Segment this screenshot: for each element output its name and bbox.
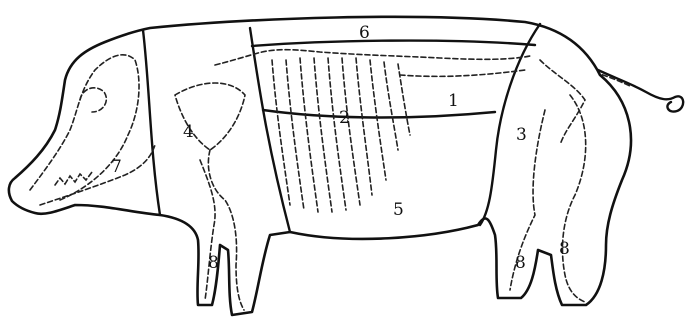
- cut-label-7: 7: [111, 157, 122, 177]
- cut-label-5: 5: [393, 200, 404, 220]
- cut-label-6: 6: [359, 23, 370, 43]
- cut-label-2: 2: [339, 108, 350, 128]
- cut-label-8-hind-left: 8: [515, 253, 526, 273]
- cut-label-4: 4: [183, 122, 194, 142]
- cut-label-8-hind-right: 8: [559, 239, 570, 259]
- pig-outline: [9, 17, 631, 315]
- cut-label-3: 3: [516, 125, 527, 145]
- cut-label-1: 1: [448, 91, 459, 111]
- cut-label-8-front: 8: [208, 253, 219, 273]
